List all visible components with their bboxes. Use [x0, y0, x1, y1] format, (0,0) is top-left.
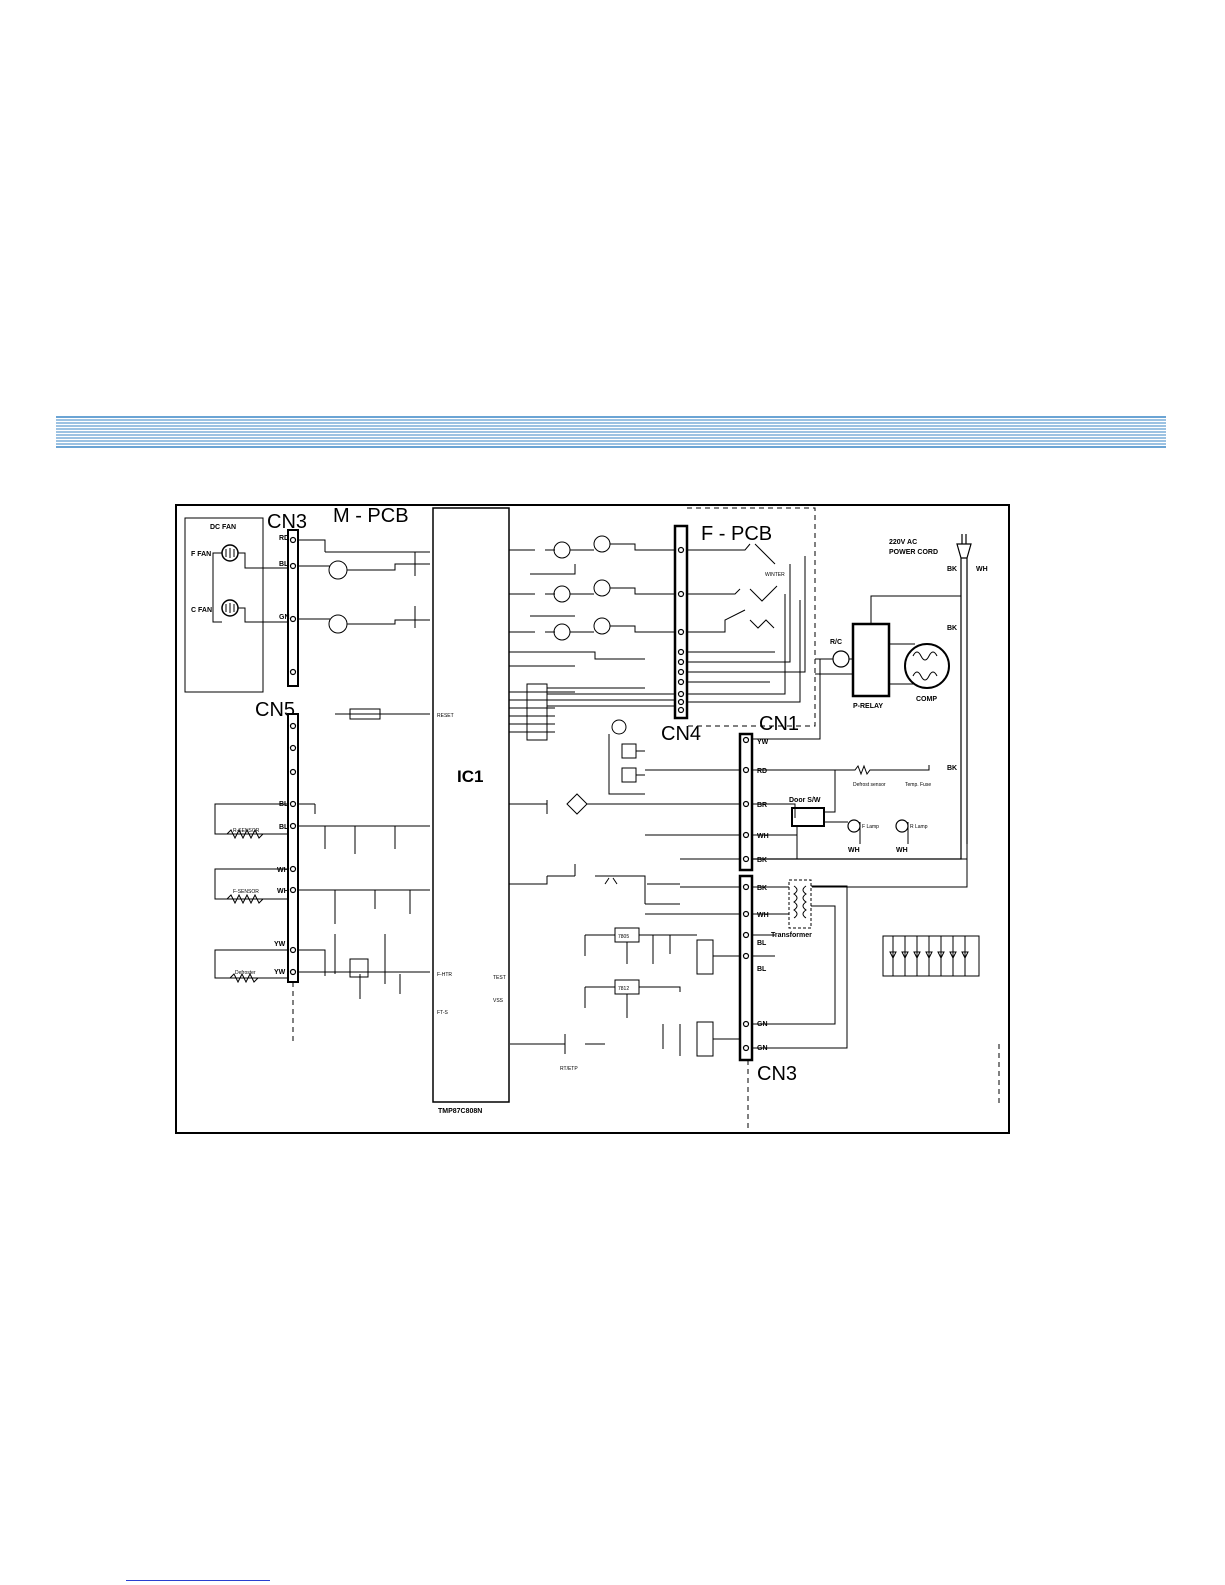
f-pcb-label: F - PCB — [701, 523, 772, 545]
header-stripe-band — [56, 416, 1166, 448]
svg-text:RESET: RESET — [437, 713, 454, 719]
svg-text:R/C: R/C — [830, 639, 842, 646]
cn4-connector — [673, 524, 689, 720]
svg-text:BK: BK — [947, 566, 957, 573]
svg-text:RT/ETP: RT/ETP — [560, 1066, 578, 1072]
f-fan-label: F FAN — [191, 551, 211, 558]
svg-text:F Lamp: F Lamp — [862, 824, 879, 830]
wiring-schematic: DC FAN F FAN C FAN CN3 M - PCB RD BL GN … — [175, 504, 1010, 1134]
svg-text:Door S/W: Door S/W — [789, 797, 821, 804]
cn3-bottom-label: CN3 — [757, 1063, 797, 1085]
svg-text:WINTER: WINTER — [765, 572, 785, 578]
svg-text:WH: WH — [757, 912, 769, 919]
svg-text:R Lamp: R Lamp — [910, 824, 928, 830]
svg-text:F-SENSOR: F-SENSOR — [233, 889, 259, 895]
diode-array — [882, 935, 980, 977]
p-relay-box — [851, 622, 891, 698]
svg-text:BL: BL — [279, 824, 289, 831]
svg-text:WH: WH — [757, 833, 769, 840]
cn3-top-label: CN3 — [267, 511, 307, 533]
cn5-connector — [287, 713, 299, 983]
cn3-top-connector — [287, 529, 299, 687]
svg-text:RD: RD — [279, 535, 289, 542]
c-fan-label: C FAN — [191, 607, 212, 614]
svg-text:WH: WH — [896, 847, 908, 854]
svg-text:Transformer: Transformer — [771, 932, 812, 939]
svg-text:BK: BK — [947, 765, 957, 772]
cn1-label: CN1 — [759, 713, 799, 735]
svg-text:BK: BK — [947, 625, 957, 632]
svg-text:Defroster: Defroster — [235, 970, 256, 976]
ic1-label: IC1 — [457, 767, 483, 786]
svg-text:TEST: TEST — [493, 975, 506, 981]
transformer-core — [788, 879, 812, 929]
svg-text:FT-S: FT-S — [437, 1010, 448, 1016]
svg-text:YW: YW — [274, 941, 286, 948]
svg-text:P-RELAY: P-RELAY — [853, 703, 883, 710]
footer-link-underline — [126, 1580, 270, 1581]
power-cord-label-1: 220V AC — [889, 539, 917, 546]
regulator-7812: 7812 — [618, 986, 629, 992]
svg-text:RD: RD — [757, 768, 767, 775]
r-lamp-icon — [895, 819, 909, 833]
ic1-part-number: TMP87C808N — [438, 1108, 482, 1115]
svg-text:VSS: VSS — [493, 998, 504, 1004]
dc-fan-box: DC FAN F FAN C FAN — [184, 517, 290, 693]
svg-text:YW: YW — [274, 969, 286, 976]
svg-text:BL: BL — [757, 966, 767, 973]
svg-text:BK: BK — [757, 885, 767, 892]
svg-text:YW: YW — [757, 739, 769, 746]
compressor-motor — [904, 643, 950, 689]
cn4-label: CN4 — [661, 723, 701, 745]
svg-text:BL: BL — [757, 940, 767, 947]
ic1-chip — [432, 507, 510, 1103]
svg-text:BL: BL — [279, 561, 289, 568]
svg-text:WH: WH — [848, 847, 860, 854]
rc-capacitor — [832, 650, 850, 668]
svg-text:Temp. Fuse: Temp. Fuse — [905, 782, 931, 788]
svg-text:GN: GN — [279, 614, 290, 621]
svg-text:WH: WH — [277, 888, 289, 895]
f-lamp-icon — [847, 819, 861, 833]
svg-text:F-HTR: F-HTR — [437, 972, 452, 978]
svg-text:COMP: COMP — [916, 696, 937, 703]
dc-fan-label: DC FAN — [210, 524, 236, 531]
svg-text:R-SENSOR: R-SENSOR — [233, 828, 260, 834]
svg-text:BR: BR — [757, 802, 767, 809]
door-switch — [791, 807, 825, 827]
svg-text:WH: WH — [277, 867, 289, 874]
svg-text:BK: BK — [757, 857, 767, 864]
regulator-7805: 7805 — [618, 934, 629, 940]
cn3-bottom-connector — [738, 874, 754, 1062]
svg-text:Defrost sensor: Defrost sensor — [853, 782, 886, 788]
svg-text:WH: WH — [976, 566, 988, 573]
m-pcb-label: M - PCB — [333, 505, 409, 527]
power-cord-label-2: POWER CORD — [889, 549, 938, 556]
cn5-label: CN5 — [255, 699, 295, 721]
